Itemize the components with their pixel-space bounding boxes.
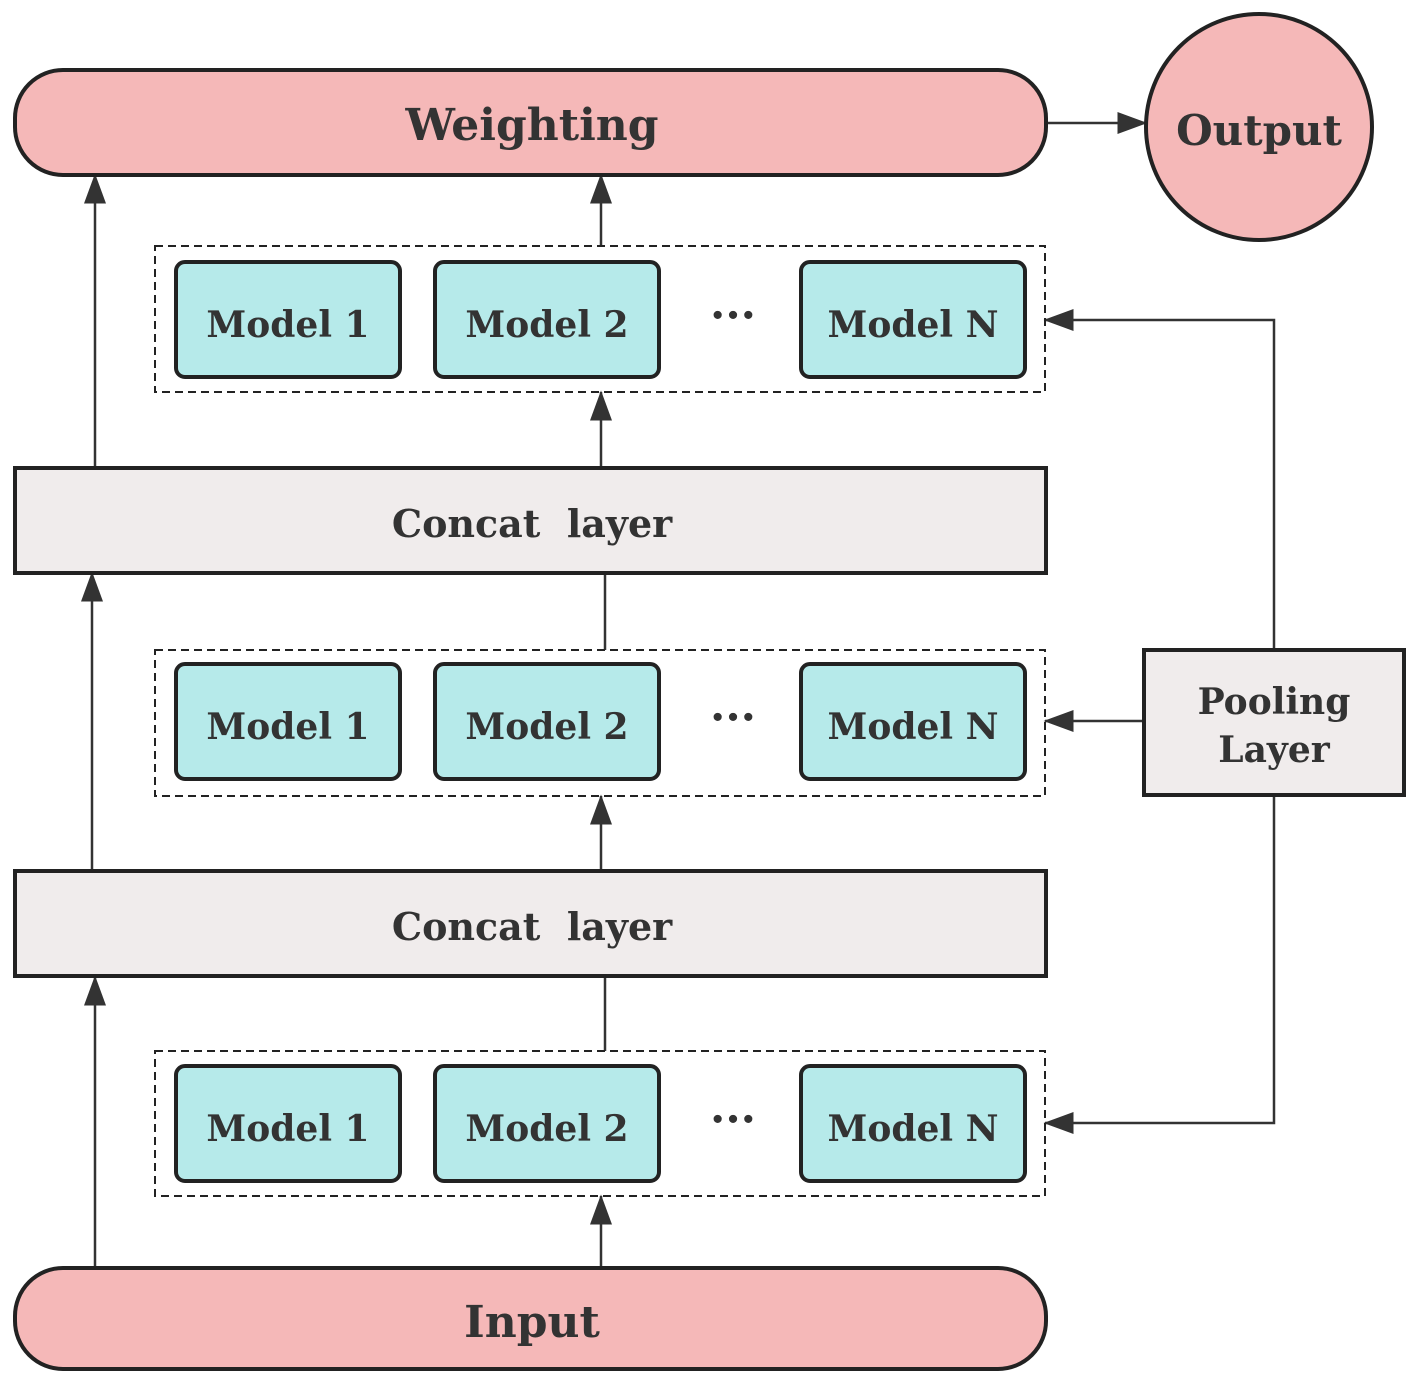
pooling-layer-label-line1: Pooling [1198, 681, 1351, 723]
group1-model-1-label: Model 1 [206, 304, 369, 346]
model-group-3: Model 1 Model 2 ··· Model N [154, 1050, 1046, 1197]
concat-layer-top-shape [13, 466, 1048, 575]
model-group-3-frame [154, 1050, 1046, 1197]
group2-model-1-label: Model 1 [206, 706, 369, 748]
group3-model-1-label: Model 1 [206, 1108, 369, 1150]
concat-layer-top-label: Concat layer [392, 501, 673, 546]
group1-ellipsis: ··· [710, 290, 756, 341]
group1-model-2-label: Model 2 [465, 304, 628, 346]
group1-model-n-box [799, 260, 1027, 379]
group3-ellipsis: ··· [710, 1094, 756, 1145]
input-label: Input [464, 1297, 600, 1348]
group3-model-2-label: Model 2 [465, 1108, 628, 1150]
weighting-shape [13, 68, 1048, 177]
pooling-layer-node: Pooling Layer [1142, 648, 1406, 797]
group2-model-2-label: Model 2 [465, 706, 628, 748]
pooling-layer-label-line2: Layer [1218, 729, 1330, 771]
output-shape [1144, 12, 1374, 242]
concat-layer-bottom-label: Concat layer [392, 904, 673, 949]
group2-ellipsis: ··· [710, 692, 756, 743]
pooling-layer-shape [1142, 648, 1406, 797]
model-group-2: Model 1 Model 2 ··· Model N [154, 649, 1046, 797]
edge-pooling-to-group1 [1043, 309, 1276, 650]
group1-model-n-label: Model N [827, 304, 998, 346]
edges [81, 112, 1276, 1268]
model-group-2-frame [154, 649, 1046, 797]
model-group-1-frame [154, 245, 1046, 393]
group2-model-n-box [799, 662, 1027, 781]
model-group-1: Model 1 Model 2 ··· Model N [154, 245, 1046, 393]
group2-model-1-box [174, 662, 402, 781]
output-node: Output [1144, 12, 1374, 242]
group2-model-2-box [433, 662, 661, 781]
group1-model-1-box [174, 260, 402, 379]
group1-model-2-box [433, 260, 661, 379]
group2-model-n-label: Model N [827, 706, 998, 748]
concat-layer-bottom: Concat layer [13, 869, 1048, 978]
input-node: Input [13, 1266, 1048, 1371]
weighting-node: Weighting [13, 68, 1048, 177]
concat-layer-bottom-shape [13, 869, 1048, 978]
concat-layer-top: Concat layer [13, 466, 1048, 575]
group3-model-2-box [433, 1064, 661, 1183]
weighting-label: Weighting [404, 100, 658, 151]
group3-model-n-box [799, 1064, 1027, 1183]
group3-model-n-label: Model N [827, 1108, 998, 1150]
group3-model-1-box [174, 1064, 402, 1183]
edge-pooling-to-group3 [1043, 796, 1276, 1134]
output-label: Output [1176, 106, 1342, 155]
input-shape [13, 1266, 1048, 1371]
